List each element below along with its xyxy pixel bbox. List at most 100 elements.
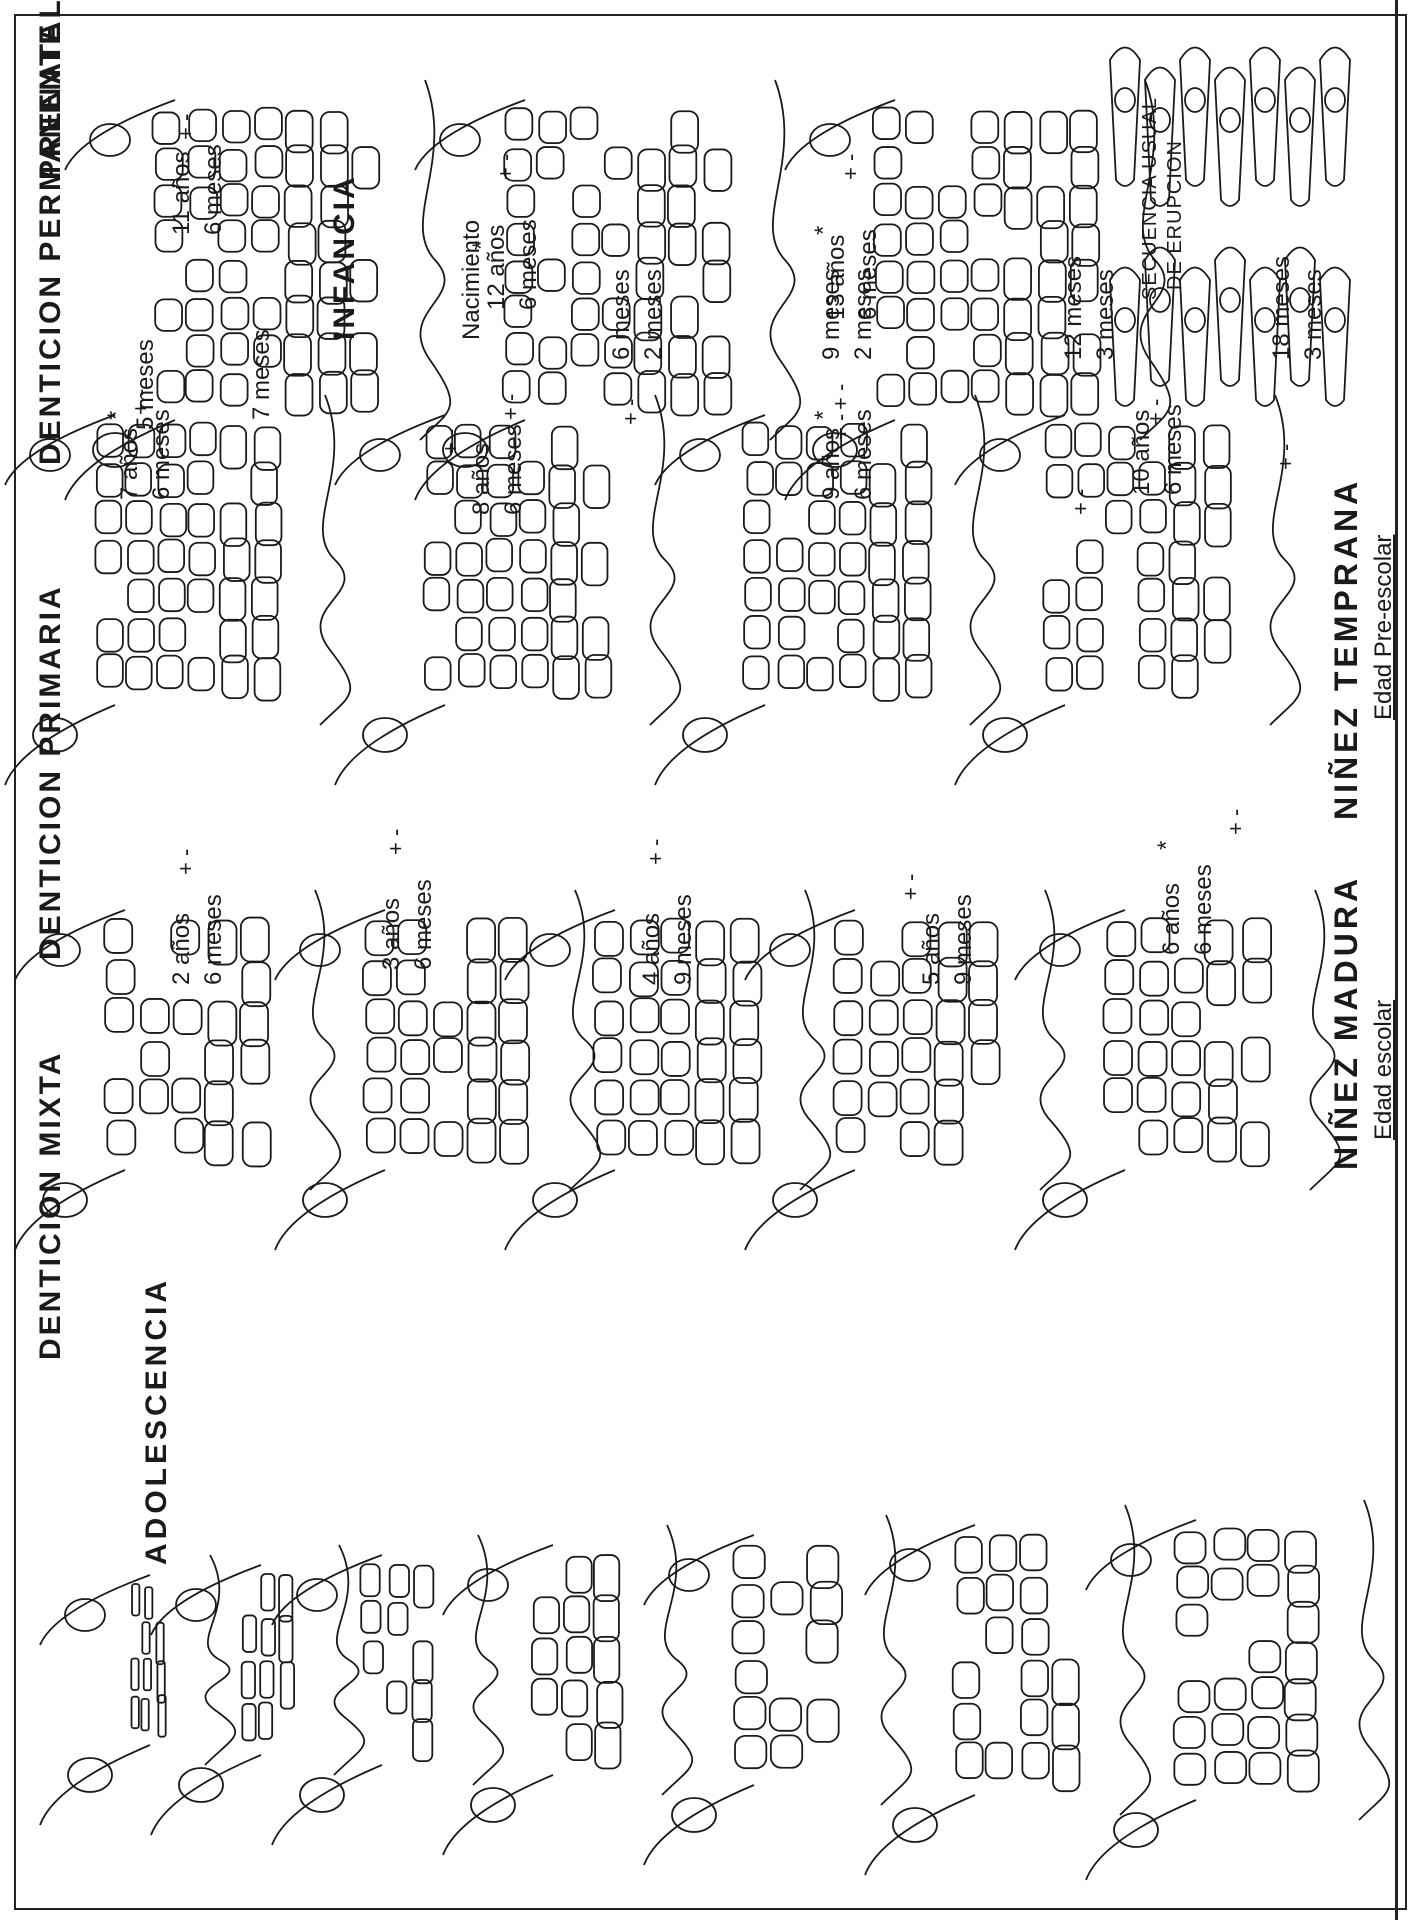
- primary-3-tooth: [837, 1118, 865, 1152]
- primary-2-tooth: [662, 961, 690, 995]
- infancy-6-jaw-curve: [1086, 1800, 1196, 1880]
- eruption-tooth-outline: [1250, 268, 1280, 407]
- mixed-1-tooth: [456, 543, 482, 576]
- infancy-6-tooth: [1176, 1605, 1207, 1636]
- mixed-3-tooth: [1106, 501, 1132, 534]
- eruption-order-ring: [1115, 88, 1135, 112]
- infancy-4-tooth: [734, 1697, 765, 1729]
- infancy-3-jaw-curve: [443, 1545, 553, 1615]
- infancy-5-tooth: [1052, 1704, 1079, 1750]
- eruption-order-ring: [1290, 288, 1310, 312]
- primary-3-tooth: [834, 1001, 862, 1035]
- permanent-2-tooth: [906, 187, 933, 219]
- permanent-1-tooth: [507, 224, 534, 256]
- permanent-2-tooth: [941, 221, 968, 253]
- mixed-0-tooth: [253, 616, 279, 659]
- permanent-2-tooth: [1070, 186, 1097, 228]
- mixed-3-tooth: [1044, 616, 1070, 649]
- infancy-1-tooth: [260, 1661, 273, 1698]
- permanent-2-tooth: [874, 224, 901, 256]
- permanent-0-tooth: [352, 147, 379, 189]
- permanent-1-tooth: [506, 333, 533, 365]
- infancy-5-tooth: [1021, 1578, 1048, 1614]
- infancy-5-tooth: [956, 1742, 983, 1778]
- infancy-6-tooth: [1214, 1529, 1245, 1560]
- permanent-0-tooth: [155, 185, 182, 217]
- permanent-2-tooth: [876, 261, 903, 293]
- mixed-2-tooth: [809, 543, 835, 576]
- permanent-0-tooth: [220, 150, 247, 182]
- permanent-1-tooth: [638, 371, 665, 413]
- mixed-3-tooth: [1108, 463, 1134, 496]
- infancy-2-tooth: [361, 1601, 380, 1633]
- mixed-3-tooth: [1077, 656, 1103, 689]
- primary-4-tooth: [1172, 1041, 1200, 1075]
- infancy-6-tooth: [1248, 1565, 1279, 1596]
- infancy-5-tooth: [986, 1617, 1013, 1653]
- primary-3-tooth: [935, 1121, 963, 1165]
- infancy-3-tooth: [532, 1679, 557, 1715]
- mixed-3-tooth: [1205, 620, 1231, 663]
- primary-4-tooth: [1139, 1042, 1167, 1076]
- permanent-1-tooth: [503, 371, 530, 403]
- permanent-2-tooth: [873, 108, 900, 140]
- mixed-3-tooth: [1140, 500, 1166, 533]
- eruption-order-ring: [1220, 288, 1240, 312]
- permanent-0-tooth: [285, 185, 312, 227]
- mixed-0-jaw-curve: [5, 705, 115, 785]
- mixed-0-tooth: [161, 504, 187, 537]
- primary-3-tooth: [834, 1040, 862, 1074]
- permanent-1-tooth: [504, 295, 531, 327]
- mixed-2-tooth: [747, 462, 773, 495]
- infancy-6-tooth: [1215, 1752, 1246, 1783]
- infancy-3-tooth: [566, 1557, 591, 1593]
- primary-2-tooth: [730, 1078, 758, 1122]
- mixed-2-tooth: [906, 501, 932, 544]
- infancy-4-tooth: [771, 1735, 802, 1767]
- mixed-1-tooth: [491, 503, 517, 536]
- primary-2-tooth: [630, 962, 658, 996]
- infancy-5-jaw-curve: [865, 1795, 975, 1875]
- infancy-1-tooth: [242, 1662, 255, 1699]
- mixed-3-tooth: [1139, 462, 1165, 495]
- permanent-0-tooth: [222, 298, 249, 330]
- eruption-tooth-outline: [1180, 48, 1210, 187]
- infancy-3-tooth: [594, 1555, 619, 1601]
- infancy-1-jaw-curve: [151, 1755, 261, 1835]
- permanent-1-tooth: [668, 185, 695, 227]
- infancy-6-lip-profile: [1359, 1500, 1389, 1820]
- primary-2-tooth: [629, 1121, 657, 1155]
- permanent-0-tooth: [252, 220, 279, 252]
- permanent-0-tooth: [156, 148, 183, 180]
- mixed-0-tooth: [96, 501, 122, 534]
- permanent-0-tooth: [255, 108, 282, 140]
- infancy-5-tooth: [1022, 1619, 1048, 1655]
- infancy-2-tooth: [388, 1603, 407, 1635]
- infancy-5-tooth: [957, 1578, 984, 1614]
- mixed-0-tooth: [158, 465, 184, 498]
- infancy-6-tooth: [1248, 1530, 1279, 1561]
- mixed-0-tooth: [128, 619, 154, 652]
- permanent-0-tooth: [186, 260, 213, 292]
- permanent-0-tooth: [223, 111, 250, 143]
- mixed-3-jaw-curve: [955, 415, 1065, 485]
- primary-1-tooth: [398, 920, 426, 954]
- mixed-2-tooth: [745, 578, 771, 611]
- mixed-0-tooth: [188, 461, 214, 494]
- mixed-1-tooth: [553, 656, 579, 699]
- primary-1-jaw-curve: [275, 1170, 385, 1250]
- mixed-1-tooth: [489, 618, 515, 651]
- primary-4-tooth: [1140, 1001, 1168, 1035]
- permanent-1-tooth: [671, 296, 698, 338]
- infancy-1-tooth: [261, 1574, 274, 1611]
- primary-2-tooth: [631, 998, 659, 1032]
- permanent-1-jaw-curve: [415, 420, 525, 500]
- mixed-1-tooth: [583, 617, 609, 660]
- primary-0-tooth: [107, 960, 135, 994]
- mixed-3-tooth: [1205, 466, 1231, 509]
- infancy-1-jaw-curve: [151, 1565, 261, 1635]
- mixed-0-tooth: [126, 657, 152, 690]
- infancy-4-tooth: [732, 1621, 763, 1653]
- eruption-order-ring: [1115, 308, 1135, 332]
